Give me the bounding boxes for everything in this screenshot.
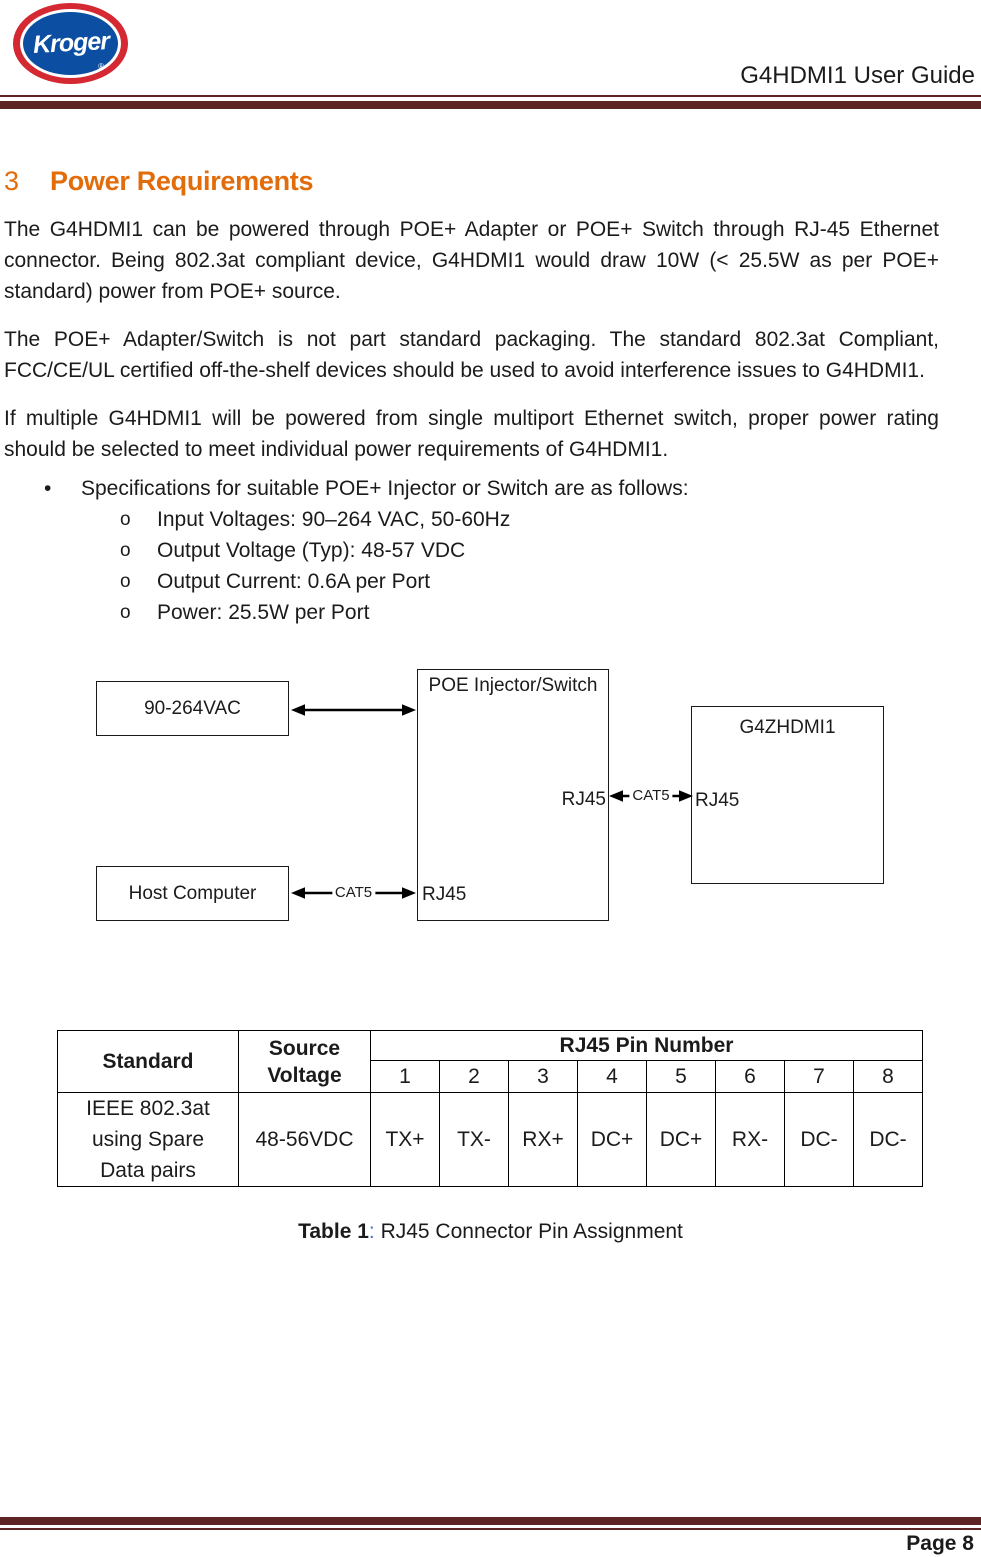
bullet-text: Specifications for suitable POE+ Injecto… [81, 477, 689, 500]
section-title: Power Requirements [50, 166, 314, 196]
sub-bullet-text: Power: 25.5W per Port [157, 601, 370, 624]
logo-blue-oval: Kroger ® [23, 12, 118, 75]
logo-wordmark: Kroger [31, 27, 110, 59]
cell-source-voltage: 48-56VDC [238, 1092, 371, 1187]
cat5-label: CAT5 [629, 788, 673, 804]
ac-source-box: 90-264VAC [96, 681, 289, 736]
col-header-source-voltage: Source Voltage [238, 1030, 371, 1093]
sub-bullet-marker: o [120, 571, 131, 592]
caption-text: RJ45 Connector Pin Assignment [374, 1220, 683, 1243]
table-header-row: Standard Source Voltage RJ45 Pin Number [57, 1030, 923, 1093]
sub-bullet-item: o Output Voltage (Typ): 48-57 VDC [4, 535, 939, 566]
page-number: Page 8 [906, 1532, 974, 1555]
cat5-label: CAT5 [331, 885, 376, 901]
header-rule-thick [0, 101, 981, 109]
sub-bullet-item: o Output Current: 0.6A per Port [4, 566, 939, 597]
section-number: 3 [4, 166, 20, 196]
sub-bullet-text: Output Voltage (Typ): 48-57 VDC [157, 539, 466, 562]
double-arrow-icon: CAT5 [291, 885, 416, 901]
paragraph-2: The POE+ Adapter/Switch is not part stan… [4, 328, 939, 382]
g4zhdmi1-box: G4ZHDMI1 RJ45 [691, 706, 884, 884]
sub-bullet-text: Output Current: 0.6A per Port [157, 570, 431, 593]
table-pin-number-row: 1 2 3 4 5 6 7 8 [58, 1060, 923, 1093]
pin-number: 3 [508, 1060, 578, 1093]
rj45-port-label: RJ45 [695, 790, 740, 811]
double-arrow-icon: CAT5 [609, 788, 693, 804]
cell-pin-value: TX+ [370, 1092, 440, 1187]
pin-number: 5 [646, 1060, 716, 1093]
g4zhdmi1-label: G4ZHDMI1 [739, 717, 836, 738]
poe-injector-label: POE Injector/Switch [428, 675, 598, 696]
caption-label: Table 1 [298, 1220, 369, 1243]
rj45-pin-table: Standard Source Voltage RJ45 Pin Number … [57, 1030, 923, 1187]
cell-pin-value: RX+ [508, 1092, 578, 1187]
kroger-logo: Kroger ® [13, 3, 128, 84]
sub-bullet-text: Input Voltages: 90–264 VAC, 50-60Hz [157, 508, 511, 531]
logo-red-ring: Kroger ® [13, 3, 128, 84]
sub-bullet-marker: o [120, 540, 131, 561]
pin-number: 7 [784, 1060, 854, 1093]
table-caption: Table 1: RJ45 Connector Pin Assignment [0, 1220, 981, 1244]
sub-bullet-marker: o [120, 602, 131, 623]
cell-pin-value: DC- [853, 1092, 923, 1187]
logo-white-ring: Kroger ® [20, 9, 121, 78]
rj45-port-label: RJ45 [422, 884, 467, 905]
cell-pin-value: RX- [715, 1092, 785, 1187]
cell-pin-value: DC+ [577, 1092, 647, 1187]
rj45-port-label: RJ45 [561, 789, 606, 810]
cell-pin-value: DC+ [646, 1092, 716, 1187]
col-header-standard: Standard [57, 1030, 239, 1093]
bullet-item: • Specifications for suitable POE+ Injec… [4, 473, 939, 504]
bullet-marker: • [44, 477, 52, 500]
pin-number: 6 [715, 1060, 785, 1093]
section-heading: 3 Power Requirements [4, 165, 939, 198]
pin-number: 2 [439, 1060, 509, 1093]
host-computer-box: Host Computer [96, 866, 289, 921]
cell-pin-value: TX- [439, 1092, 509, 1187]
sub-bullet-item: o Power: 25.5W per Port [4, 597, 939, 628]
double-arrow-icon [291, 703, 416, 717]
footer-rule-thick [0, 1517, 981, 1525]
paragraph-1: The G4HDMI1 can be powered through POE+ … [4, 218, 939, 303]
ac-source-label: 90-264VAC [144, 697, 241, 719]
caption-colon: : [368, 1220, 375, 1243]
footer-rule-thin [0, 1528, 981, 1530]
host-computer-label: Host Computer [128, 882, 257, 904]
power-connection-diagram: 90-264VAC POE Injector/Switch RJ45 RJ45 … [0, 658, 981, 963]
sub-bullet-item: o Input Voltages: 90–264 VAC, 50-60Hz [4, 504, 939, 535]
paragraph-3: If multiple G4HDMI1 will be powered from… [4, 407, 939, 461]
pin-number: 4 [577, 1060, 647, 1093]
cell-pin-value: DC- [784, 1092, 854, 1187]
header-title: G4HDMI1 User Guide [740, 62, 975, 89]
bullet-list: • Specifications for suitable POE+ Injec… [4, 473, 939, 628]
pin-number: 8 [853, 1060, 923, 1093]
col-header-pin-group: RJ45 Pin Number [370, 1030, 923, 1061]
header-rule-thin [0, 95, 981, 97]
cell-standard: IEEE 802.3at using Spare Data pairs [57, 1092, 239, 1187]
sub-bullet-marker: o [120, 509, 131, 530]
poe-injector-box: POE Injector/Switch RJ45 RJ45 [417, 669, 609, 921]
table-row: IEEE 802.3at using Spare Data pairs 48-5… [57, 1092, 923, 1187]
pin-number: 1 [370, 1060, 440, 1093]
page-content: 3 Power Requirements The G4HDMI1 can be … [4, 109, 939, 1244]
registered-mark: ® [98, 62, 104, 71]
